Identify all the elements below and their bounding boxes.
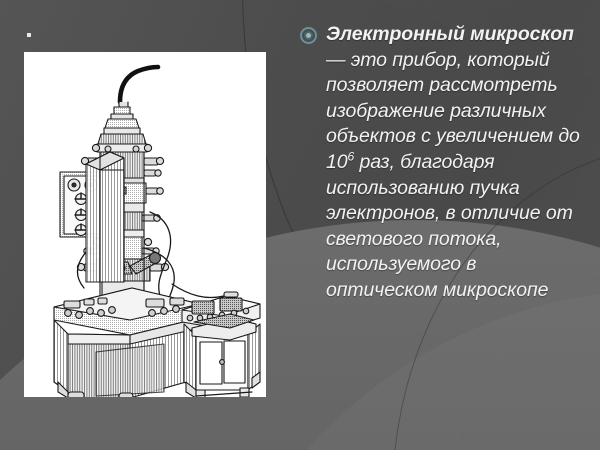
term-electron-microscope: Электронный микроскоп [326,23,574,45]
content-bullet-row: Электронный микроскоп — это прибор, кото… [300,22,592,304]
definition-text-part2: раз, благодаря использованию пучка элект… [326,150,573,301]
exponent-six: 6 [347,149,355,164]
electron-microscope-drawing [24,52,266,397]
definition-text-part1: — это прибор, который позволяет рассмотр… [326,48,580,173]
target-circle-icon [300,27,317,44]
top-left-dot-marker [27,33,31,37]
electron-microscope-image [24,52,266,397]
definition-paragraph: Электронный микроскоп — это прибор, кото… [326,22,592,304]
